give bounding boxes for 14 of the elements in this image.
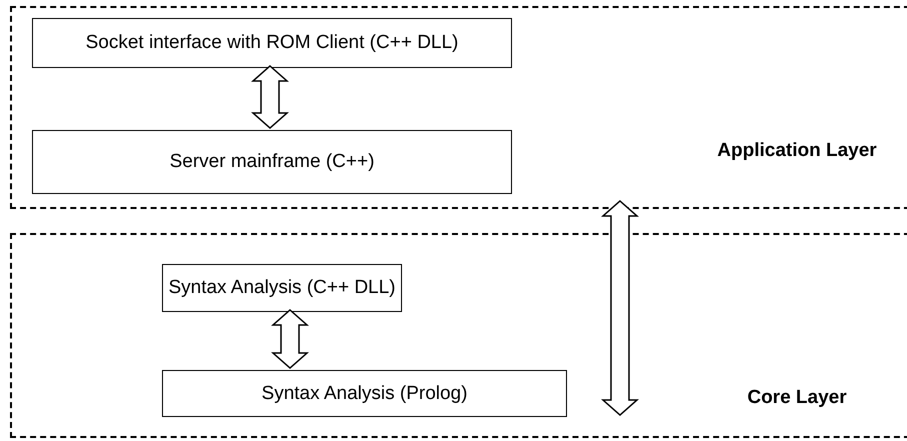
layer-label: Core Layer — [746, 386, 848, 410]
layer-label: Application Layer — [717, 139, 877, 163]
layer-band — [10, 6, 907, 209]
process-box — [32, 18, 512, 68]
double-arrow — [251, 65, 289, 129]
box-label: Syntax Analysis (C++ DLL) — [168, 277, 396, 299]
box-label: Syntax Analysis (Prolog) — [262, 382, 468, 404]
process-box — [162, 264, 402, 312]
double-arrow — [601, 200, 639, 416]
box-label: Server mainframe (C++) — [170, 151, 374, 173]
box-label: Socket interface with ROM Client (C++ DLL) — [86, 32, 458, 54]
process-box — [162, 370, 567, 417]
process-box — [32, 130, 512, 194]
double-arrow — [271, 309, 309, 369]
